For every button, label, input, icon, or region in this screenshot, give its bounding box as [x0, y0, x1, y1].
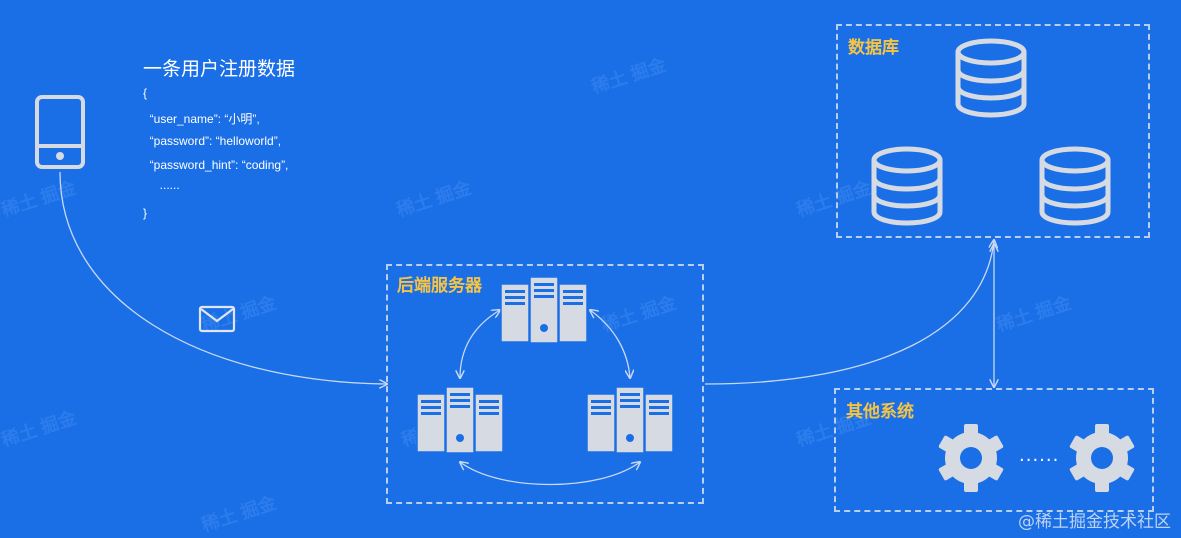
gear-icon: [1069, 424, 1135, 492]
record-line-password-hint: “password_hint”: “coding”,: [143, 158, 289, 172]
record-line-open-brace: {: [143, 86, 148, 100]
record-title: 一条用户注册数据: [143, 58, 296, 80]
envelope-icon: [198, 305, 236, 333]
server-link-top-left: [460, 310, 500, 378]
database-cylinder-icon: [871, 146, 943, 226]
server-rack-icon: [586, 386, 674, 454]
record-line-ellipsis: ......: [143, 178, 180, 192]
other-systems-title: 其他系统: [846, 402, 914, 422]
backend-servers-title: 后端服务器: [397, 276, 482, 296]
smartphone-icon: [35, 95, 85, 169]
server-rack-icon: [500, 276, 588, 344]
database-cylinder-icon: [955, 38, 1027, 118]
gear-icon: [938, 424, 1004, 492]
backend-to-database-connector: [704, 240, 994, 385]
server-rack-icon: [416, 386, 504, 454]
footer-watermark: @稀土掘金技术社区: [1018, 512, 1171, 532]
server-link-bottom: [460, 462, 640, 486]
backend-servers-group: [386, 264, 704, 504]
database-title: 数据库: [848, 38, 899, 58]
database-group: [836, 24, 1150, 238]
record-line-close-brace: }: [143, 206, 148, 220]
other-systems-group: [834, 388, 1154, 512]
record-line-user-name: “user_name”: “小明”,: [143, 112, 260, 126]
database-cylinder-icon: [1039, 146, 1111, 226]
record-line-password: “password”: “helloworld”,: [143, 134, 282, 148]
other-systems-ellipsis: ......: [1019, 445, 1060, 466]
server-link-top-right: [590, 310, 630, 378]
phone-to-backend-connector: [59, 171, 387, 384]
